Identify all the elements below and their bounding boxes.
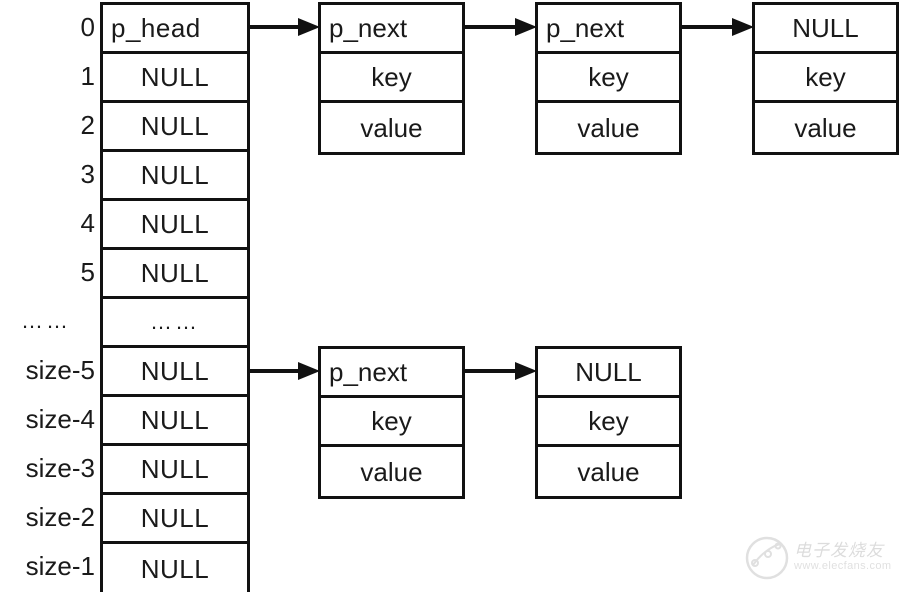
bucket-cell-0[interactable]: p_head: [103, 5, 247, 54]
bucket-index-label-4: 4: [0, 198, 98, 247]
node-key-cell[interactable]: key: [755, 54, 896, 103]
node-key-text: key: [588, 62, 629, 92]
bucket-cell-value: NULL: [140, 209, 210, 239]
node-key-text: key: [371, 406, 412, 436]
node-value-cell[interactable]: value: [538, 103, 679, 152]
arrow-node1-to-node2: [465, 16, 537, 38]
bucket-index-label-size-3: size-3: [0, 443, 98, 492]
bucket-index-label-1: 1: [0, 51, 98, 100]
bucket-cell-value: NULL: [140, 62, 210, 92]
index-label-text: size-5: [25, 354, 95, 385]
node-next-text: NULL: [575, 357, 642, 387]
node-key-text: key: [588, 406, 629, 436]
bucket-cell-value: NULL: [140, 454, 210, 484]
node-key-cell[interactable]: key: [321, 54, 462, 103]
bucket-cell-size-1[interactable]: NULL: [103, 544, 247, 592]
node-next-cell[interactable]: NULL: [538, 349, 679, 398]
arrow-bucket-size5-to-node1: [250, 360, 320, 382]
index-label-text: size-2: [25, 501, 95, 532]
chain-node-0-3[interactable]: NULL key value: [752, 2, 899, 155]
bucket-cell-size-5[interactable]: NULL: [103, 348, 247, 397]
node-value-cell[interactable]: value: [321, 103, 462, 152]
bucket-index-label-0: 0: [0, 2, 98, 51]
bucket-cell-size-3[interactable]: NULL: [103, 446, 247, 495]
arrow-bottom-node1-to-node2: [465, 360, 537, 382]
node-next-text: p_next: [329, 13, 408, 43]
index-label-text: 4: [80, 207, 95, 238]
bucket-cell-value: NULL: [140, 553, 210, 584]
bucket-cell-value: NULL: [140, 405, 210, 435]
node-next-cell[interactable]: NULL: [755, 5, 896, 54]
bucket-index-label-column: 0 1 2 3 4 5 …… size-5 size-4 size-3 size: [0, 2, 98, 590]
node-value-text: value: [577, 456, 640, 487]
node-value-text: value: [360, 112, 423, 143]
index-label-text: 0: [80, 11, 95, 42]
arrow-bucket0-to-node1: [250, 16, 320, 38]
bucket-index-label-2: 2: [0, 100, 98, 149]
bucket-index-label-3: 3: [0, 149, 98, 198]
index-label-text: size-3: [25, 452, 95, 483]
chain-node-0-1[interactable]: p_next key value: [318, 2, 465, 155]
bucket-index-label-5: 5: [0, 247, 98, 296]
node-next-cell[interactable]: p_next: [321, 5, 462, 54]
node-key-cell[interactable]: key: [538, 54, 679, 103]
arrow-node2-to-node3: [682, 16, 754, 38]
node-key-text: key: [805, 62, 846, 92]
watermark-text: 电子发烧友 www.elecfans.com: [794, 541, 892, 573]
node-value-text: value: [794, 112, 857, 143]
chain-node-size5-2[interactable]: NULL key value: [535, 346, 682, 499]
bucket-index-label-ellipsis: ……: [0, 296, 98, 345]
node-next-text: p_next: [546, 13, 625, 43]
elecfans-logo-icon: [744, 535, 790, 581]
bucket-cell-ellipsis: ……: [103, 299, 247, 348]
node-value-text: value: [360, 456, 423, 487]
node-key-cell[interactable]: key: [538, 398, 679, 447]
bucket-index-label-size-5: size-5: [0, 345, 98, 394]
bucket-cell-value: NULL: [140, 356, 210, 386]
bucket-cell-value: NULL: [140, 111, 210, 141]
bucket-cell-value: ……: [150, 309, 200, 334]
chain-node-0-2[interactable]: p_next key value: [535, 2, 682, 155]
bucket-cell-2[interactable]: NULL: [103, 103, 247, 152]
watermark-brand: 电子发烧友: [794, 541, 884, 562]
index-label-text: 1: [80, 60, 95, 91]
bucket-cell-1[interactable]: NULL: [103, 54, 247, 103]
node-key-cell[interactable]: key: [321, 398, 462, 447]
bucket-cell-4[interactable]: NULL: [103, 201, 247, 250]
bucket-index-label-size-2: size-2: [0, 492, 98, 541]
bucket-cell-value: p_head: [111, 13, 201, 43]
bucket-cell-size-2[interactable]: NULL: [103, 495, 247, 544]
bucket-index-label-size-1: size-1: [0, 541, 98, 590]
node-value-text: value: [577, 112, 640, 143]
watermark: 电子发烧友 www.elecfans.com: [744, 530, 896, 586]
watermark-url: www.elecfans.com: [794, 560, 892, 573]
bucket-array: p_head NULL NULL NULL NULL NULL …… NULL …: [100, 2, 250, 592]
bucket-cell-value: NULL: [140, 160, 210, 190]
node-next-cell[interactable]: p_next: [321, 349, 462, 398]
node-value-cell[interactable]: value: [755, 103, 896, 152]
node-value-cell[interactable]: value: [538, 447, 679, 496]
bucket-cell-value: NULL: [140, 258, 210, 288]
node-next-text: p_next: [329, 357, 408, 387]
index-label-text: size-1: [25, 550, 95, 581]
index-label-text: 2: [80, 109, 95, 140]
chain-node-size5-1[interactable]: p_next key value: [318, 346, 465, 499]
bucket-index-label-size-4: size-4: [0, 394, 98, 443]
index-label-text: 3: [80, 158, 95, 189]
bucket-cell-5[interactable]: NULL: [103, 250, 247, 299]
index-label-text: ……: [21, 307, 71, 333]
bucket-cell-size-4[interactable]: NULL: [103, 397, 247, 446]
node-next-cell[interactable]: p_next: [538, 5, 679, 54]
node-key-text: key: [371, 62, 412, 92]
bucket-cell-3[interactable]: NULL: [103, 152, 247, 201]
index-label-text: size-4: [25, 403, 95, 434]
node-value-cell[interactable]: value: [321, 447, 462, 496]
node-next-text: NULL: [792, 13, 859, 43]
bucket-cell-value: NULL: [140, 503, 210, 533]
index-label-text: 5: [80, 256, 95, 287]
